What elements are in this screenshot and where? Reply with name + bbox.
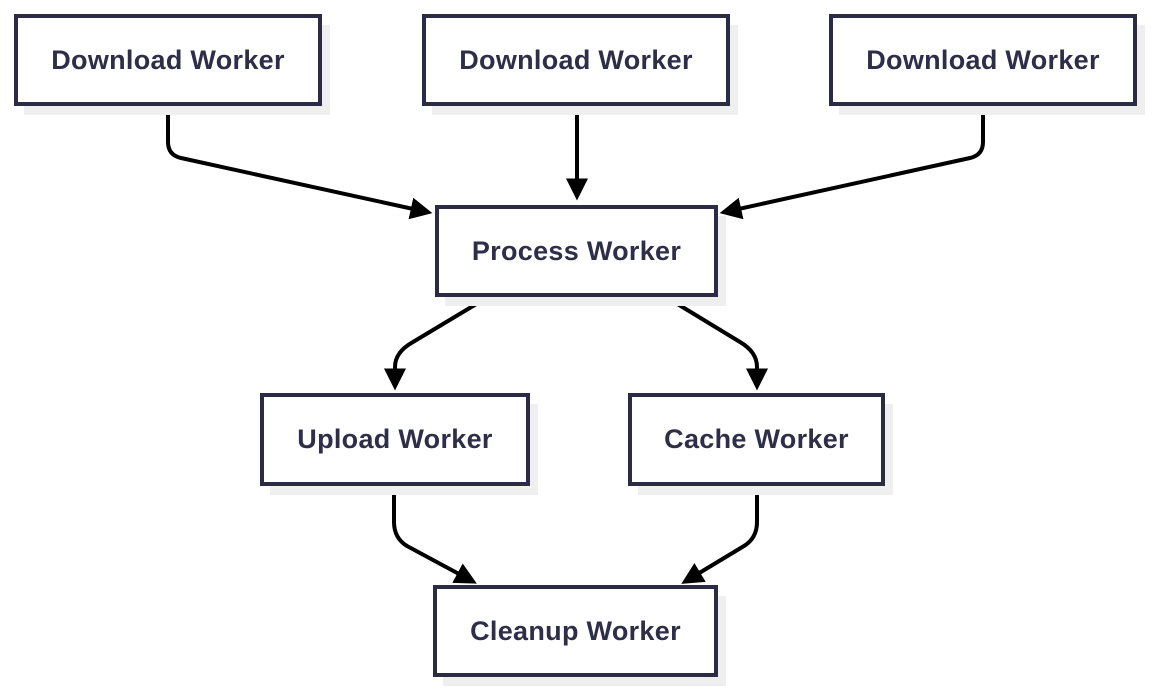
edge-upload-cleanup bbox=[392, 487, 477, 584]
edge-cache-cleanup bbox=[681, 487, 759, 584]
node-download-worker-3: Download Worker bbox=[829, 14, 1137, 106]
node-label: Download Worker bbox=[866, 44, 1100, 75]
node-upload-worker: Upload Worker bbox=[260, 393, 530, 486]
node-label: Download Worker bbox=[51, 44, 285, 75]
node-download-worker-2: Download Worker bbox=[422, 14, 730, 106]
node-label: Download Worker bbox=[459, 44, 693, 75]
node-label: Process Worker bbox=[471, 235, 682, 266]
edge-download3-process bbox=[719, 106, 985, 220]
node-cleanup-worker: Cleanup Worker bbox=[433, 585, 718, 677]
node-label: Upload Worker bbox=[297, 424, 493, 454]
edge-process-cache bbox=[664, 295, 768, 391]
edge-process-upload bbox=[384, 295, 490, 391]
node-label: Cache Worker bbox=[664, 424, 849, 454]
node-cache-worker: Cache Worker bbox=[628, 393, 885, 486]
node-label: Cleanup Worker bbox=[470, 615, 681, 646]
node-process-worker: Process Worker bbox=[435, 205, 718, 297]
edge-download1-process bbox=[166, 106, 433, 220]
node-download-worker-1: Download Worker bbox=[14, 14, 322, 106]
